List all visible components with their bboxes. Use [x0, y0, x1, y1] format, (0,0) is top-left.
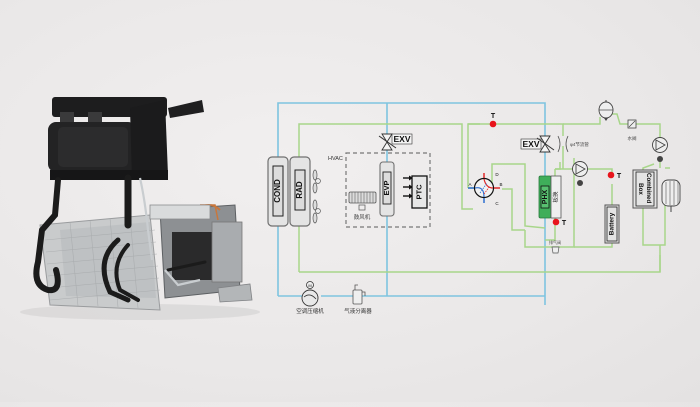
- phx-side-label: 板换: [551, 191, 559, 203]
- product-photo: [20, 97, 260, 320]
- phx-label: PHX: [542, 189, 549, 204]
- compressor-icon: M 空调压缩机: [296, 281, 324, 315]
- coolant-loop: [298, 113, 670, 273]
- water-valve-label: 水阀: [628, 135, 637, 142]
- compressor-label: 空调压缩机: [296, 307, 324, 315]
- temperature-sensor-label: T: [617, 173, 622, 180]
- coolant-pump-1-icon: [572, 161, 588, 186]
- plate-heat-exchanger-phx: PHX 板换: [538, 175, 562, 219]
- water-valve-icon: 水阀: [628, 119, 637, 142]
- four-way-valve-icon: A B C D: [468, 172, 503, 206]
- condenser-radiator-photo: [39, 214, 161, 311]
- port-a-label: A: [468, 182, 471, 187]
- hvac-box: HVAC: [328, 152, 431, 228]
- expansion-valve-top: EXV: [378, 133, 413, 151]
- accumulator-label: 气液分离器: [344, 307, 372, 315]
- combined-box: Combined Box: [632, 169, 658, 209]
- bleed-valve-label: 排气阀: [549, 239, 561, 245]
- hvac-label: HVAC: [328, 156, 343, 162]
- temperature-sensor-label: T: [562, 220, 567, 227]
- expansion-tank-icon: [598, 100, 614, 121]
- port-d-label: D: [495, 172, 499, 177]
- temperature-sensor-3: T: [607, 171, 622, 180]
- battery-pack: Battery: [604, 204, 620, 244]
- schematic: COND RAD EXV HVAC: [267, 100, 681, 315]
- temperature-sensor-2: T: [552, 218, 567, 227]
- coolant-pump-2-icon: [652, 137, 668, 162]
- radiator-rad: RAD: [289, 156, 311, 227]
- airflow-arrows-icon: [403, 175, 413, 199]
- expansion-valve-right: EXV: [520, 135, 555, 153]
- combined-box-label: Combined Box: [637, 173, 652, 205]
- temperature-sensor-label: T: [491, 113, 496, 120]
- port-c-label: C: [495, 201, 499, 206]
- battery-label: Battery: [609, 212, 616, 235]
- evaporator-evp: EVP: [379, 161, 395, 217]
- blower-icon: 鼓风机: [348, 191, 377, 221]
- ptc-label: PTC: [414, 184, 423, 200]
- cond-label: COND: [273, 179, 282, 203]
- blower-label: 鼓风机: [354, 213, 371, 221]
- valve-block-photo: [149, 204, 253, 303]
- orifice-tube-icon: φ4节流管: [557, 135, 589, 153]
- port-b-label: B: [499, 182, 502, 187]
- evp-label: EVP: [382, 180, 391, 195]
- fan-icon: [312, 169, 321, 224]
- temperature-sensor-1: T: [489, 113, 497, 128]
- motor-icon: [661, 179, 681, 212]
- hoses-photo: [33, 174, 207, 303]
- hvac-unit-photo: [48, 97, 204, 180]
- condenser-cond: COND: [267, 156, 289, 227]
- compressor-tag: M: [308, 283, 311, 288]
- ptc-heater: PTC: [411, 175, 428, 209]
- rad-label: RAD: [295, 181, 304, 199]
- exv-right-label: EXV: [522, 139, 539, 149]
- orifice-label: φ4节流管: [570, 141, 589, 148]
- exv-top-label: EXV: [393, 134, 410, 144]
- accumulator-icon: 气液分离器: [344, 284, 372, 315]
- bleed-valve-icon: 排气阀: [549, 239, 561, 254]
